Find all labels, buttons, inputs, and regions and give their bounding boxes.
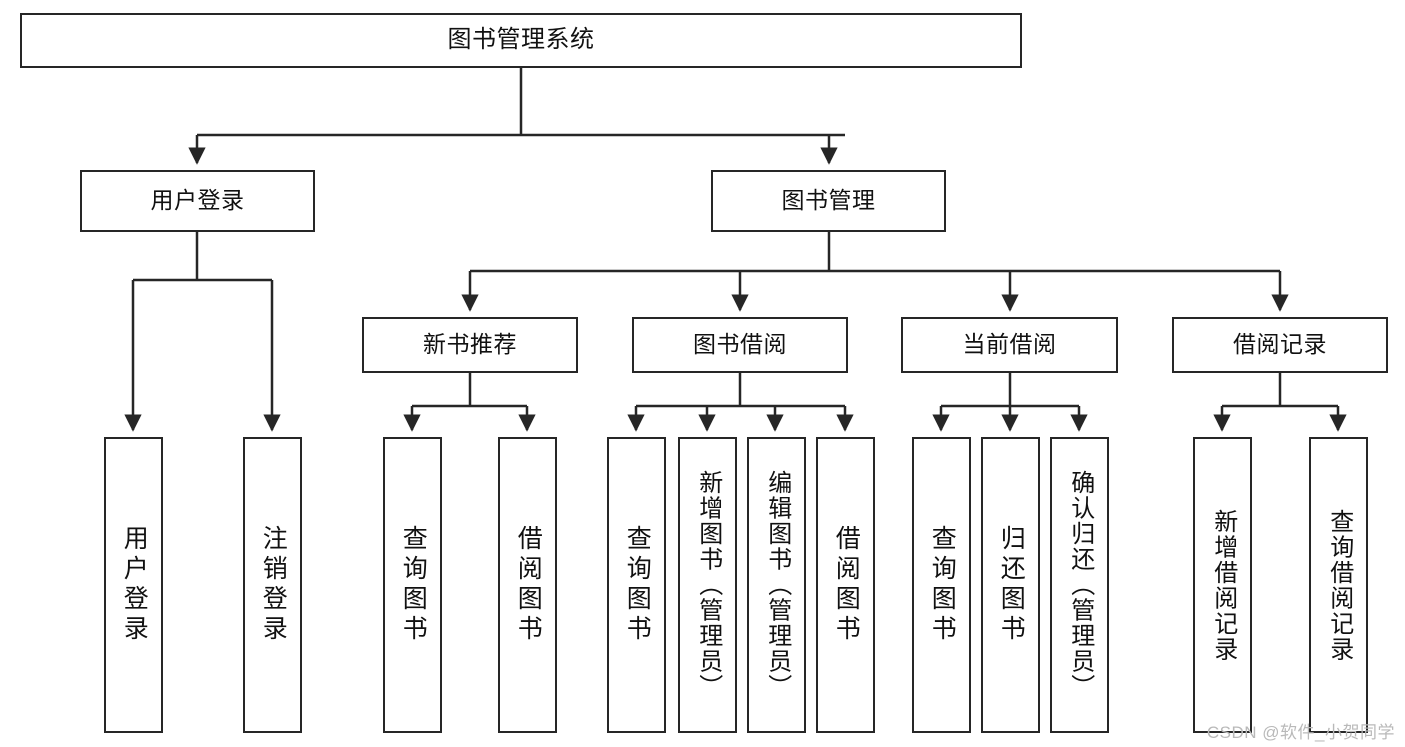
- node-leaf-edit-book[interactable]: 编辑图书（管理员）: [747, 437, 806, 733]
- node-leaf-confirm-return[interactable]: 确认归还（管理员）: [1050, 437, 1109, 733]
- node-new-book-recommend-label: 新书推荐: [423, 331, 517, 358]
- node-book-management[interactable]: 图书管理: [711, 170, 946, 232]
- node-user-login[interactable]: 用户登录: [80, 170, 315, 232]
- node-borrow-record[interactable]: 借阅记录: [1172, 317, 1388, 373]
- node-leaf-logout-label: 注销登录: [259, 525, 288, 645]
- node-leaf-return-book[interactable]: 归还图书: [981, 437, 1040, 733]
- watermark: CSDN @软件_小贺同学: [1206, 723, 1395, 742]
- node-borrow-record-label: 借阅记录: [1233, 331, 1327, 358]
- node-root-label: 图书管理系统: [447, 26, 595, 54]
- node-leaf-add-record-label: 新增借阅记录: [1209, 508, 1237, 662]
- node-leaf-confirm-return-label: 确认归还（管理员）: [1066, 470, 1094, 700]
- node-leaf-query-book-3[interactable]: 查询图书: [912, 437, 971, 733]
- node-leaf-borrow-book-1[interactable]: 借阅图书: [498, 437, 557, 733]
- node-leaf-query-book-2-label: 查询图书: [623, 525, 652, 645]
- node-new-book-recommend[interactable]: 新书推荐: [362, 317, 578, 373]
- node-leaf-user-login-label: 用户登录: [120, 525, 149, 645]
- node-leaf-borrow-book-1-label: 借阅图书: [514, 525, 543, 645]
- node-leaf-add-book[interactable]: 新增图书（管理员）: [678, 437, 737, 733]
- node-leaf-query-book-2[interactable]: 查询图书: [607, 437, 666, 733]
- node-leaf-logout[interactable]: 注销登录: [243, 437, 302, 733]
- node-current-borrow-label: 当前借阅: [962, 331, 1057, 358]
- node-leaf-query-book-1-label: 查询图书: [399, 525, 428, 645]
- node-user-login-label: 用户登录: [150, 187, 245, 214]
- node-leaf-borrow-book-2[interactable]: 借阅图书: [816, 437, 875, 733]
- node-leaf-return-book-label: 归还图书: [997, 525, 1026, 645]
- node-current-borrow[interactable]: 当前借阅: [901, 317, 1118, 373]
- node-leaf-borrow-book-2-label: 借阅图书: [832, 525, 861, 645]
- node-leaf-query-record[interactable]: 查询借阅记录: [1309, 437, 1368, 733]
- node-root[interactable]: 图书管理系统: [20, 13, 1022, 68]
- node-leaf-user-login[interactable]: 用户登录: [104, 437, 163, 733]
- node-book-management-label: 图书管理: [781, 187, 876, 214]
- node-book-borrow-label: 图书借阅: [693, 331, 787, 358]
- node-leaf-query-book-3-label: 查询图书: [928, 525, 957, 645]
- node-book-borrow[interactable]: 图书借阅: [632, 317, 848, 373]
- node-leaf-add-record[interactable]: 新增借阅记录: [1193, 437, 1252, 733]
- node-leaf-edit-book-label: 编辑图书（管理员）: [763, 470, 791, 700]
- node-leaf-add-book-label: 新增图书（管理员）: [694, 470, 722, 700]
- node-leaf-query-record-label: 查询借阅记录: [1325, 508, 1353, 662]
- node-leaf-query-book-1[interactable]: 查询图书: [383, 437, 442, 733]
